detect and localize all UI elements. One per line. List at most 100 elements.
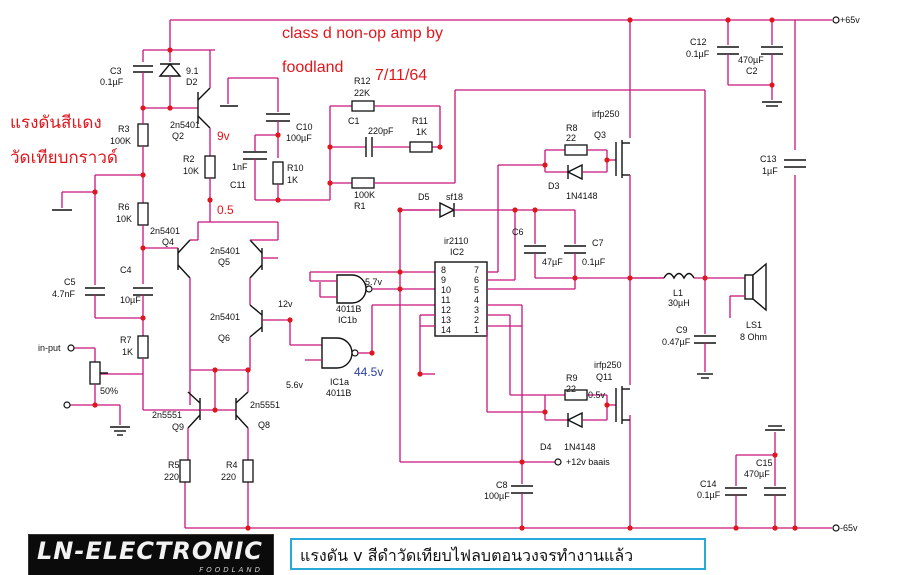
input-pot [63, 344, 130, 436]
ic2-pin-numbers: 8 9 10 11 12 13 14 7 6 5 4 3 2 1 [441, 265, 479, 335]
r10-value: 1K [287, 175, 298, 185]
r7-value: 1K [122, 347, 133, 357]
ic2-pin: 4 [474, 295, 479, 305]
r8-ref: R8 [566, 123, 578, 133]
ic2-pin: 11 [441, 295, 450, 305]
r3-ref: R3 [118, 124, 130, 134]
ls1-value: 8 Ohm [740, 332, 767, 342]
ic1a-gate [305, 209, 435, 462]
d3-ref: D3 [548, 181, 560, 191]
voltage-44-5v: 44.5v [354, 365, 383, 379]
voltage-legend-line2: วัดเทียบกราวด์ [10, 148, 118, 167]
positive-rail [143, 16, 840, 150]
title-date: 7/11/64 [375, 67, 427, 84]
c11-ref: C11 [230, 180, 246, 190]
d2-value: 9.1 [186, 66, 199, 76]
ic1b-ref: IC1b [338, 315, 357, 325]
c5-value: 4.7nF [52, 289, 76, 299]
c13-value: 1µF [762, 166, 778, 176]
q8-part: 2n5551 [250, 400, 280, 410]
q8-ref: Q8 [258, 420, 270, 430]
ic2-pin: 13 [441, 315, 451, 325]
ls1-ref: LS1 [746, 320, 762, 330]
l1-ref: L1 [673, 288, 683, 298]
c1-ref: C1 [348, 116, 360, 126]
r4-ref: R4 [226, 460, 238, 470]
d4-part: 1N4148 [564, 442, 596, 452]
ic2-pin: 12 [441, 305, 451, 315]
feedback-resistors [330, 89, 706, 278]
c4-value: 10µF [120, 295, 141, 305]
ground-left [52, 191, 95, 211]
brand-logo: LN-ELECTRONIC FOODLAND [28, 534, 274, 575]
r11-ref: R11 [412, 116, 428, 126]
ic2-pin: 1 [474, 325, 479, 335]
ic2-part: ir2110 [444, 236, 468, 246]
c5-ref: C5 [64, 277, 76, 287]
title-line2: foodland [282, 59, 343, 76]
output-filter [630, 262, 767, 379]
c3-value: 0.1µF [100, 77, 124, 87]
q4-part: 2n5401 [150, 226, 180, 236]
q8-q9-pair [179, 370, 254, 483]
r8-value: 22 [566, 133, 576, 143]
ic2-ref: IC2 [450, 247, 464, 257]
q3-ref: Q3 [594, 130, 606, 140]
voltage-9v: 9v [217, 129, 230, 143]
q2-transistor [197, 50, 278, 223]
footer-note-box: แรงดัน v สีดำวัดเทียบไฟลบตอนวงจรทำงานแล้… [290, 538, 706, 570]
feedback-caps [220, 77, 331, 201]
logo-sub-text: FOODLAND [199, 566, 263, 574]
c12-ref: C12 [690, 37, 707, 47]
c7-value: 0.1µF [582, 257, 606, 267]
r1-value: 100K [354, 190, 375, 200]
q6-transistor [190, 304, 322, 371]
q2-part: 2n5401 [170, 120, 200, 130]
c6-value: 47µF [542, 257, 563, 267]
r7-ref: R7 [120, 335, 132, 345]
d3-part: 1N4148 [566, 191, 598, 201]
c9-ref: C9 [676, 325, 688, 335]
ic1b-gate [309, 271, 400, 304]
voltage-5-7v: 5.7v [365, 277, 383, 287]
c7-ref: C7 [592, 238, 604, 248]
r6-value: 10K [116, 214, 132, 224]
c15-value: 470µF [744, 469, 770, 479]
input-label: in-put [38, 343, 61, 353]
d5-part: sf18 [446, 192, 463, 202]
c12-value: 0.1µF [686, 49, 710, 59]
c14-value: 0.1µF [697, 490, 721, 500]
ic2-pin: 7 [474, 265, 479, 275]
c13-ref: C13 [760, 154, 777, 164]
c6-ref: C6 [512, 227, 524, 237]
title-line1: class d non-op amp by [282, 25, 443, 42]
c11-value: 1nF [232, 162, 248, 172]
c1-value: 220pF [368, 126, 394, 136]
r9-ref: R9 [566, 373, 578, 383]
supply-caps [717, 46, 806, 505]
ic2-pin: 2 [474, 315, 479, 325]
r5-value: 220 [164, 472, 179, 482]
q6-part: 2n5401 [210, 312, 240, 322]
r12-value: 22K [354, 88, 370, 98]
bias-supply [400, 458, 562, 515]
c2-ref: C2 [746, 66, 758, 76]
low-side-drive [510, 386, 630, 429]
voltage-0-5v: 0.5v [588, 390, 606, 400]
ic1a-ref: IC1a [330, 377, 349, 387]
r9-value: 22 [566, 384, 576, 394]
bias-label: +12v baais [566, 457, 610, 467]
ic2-pin: 14 [441, 325, 451, 335]
q11-part: irfp250 [594, 360, 622, 370]
ic2-pin: 9 [441, 275, 446, 285]
r3-value: 100K [110, 136, 131, 146]
r5-ref: R5 [168, 460, 180, 470]
c2-value: 470µF [738, 55, 764, 65]
ic1a-part: 4011B [326, 388, 351, 398]
voltage-0-5: 0.5 [217, 203, 234, 217]
q2-ref: Q2 [172, 131, 184, 141]
c4-ref: C4 [120, 265, 132, 275]
c8-value: 100µF [484, 491, 510, 501]
r2-ref: R2 [183, 154, 195, 164]
c9-value: 0.47µF [662, 337, 691, 347]
